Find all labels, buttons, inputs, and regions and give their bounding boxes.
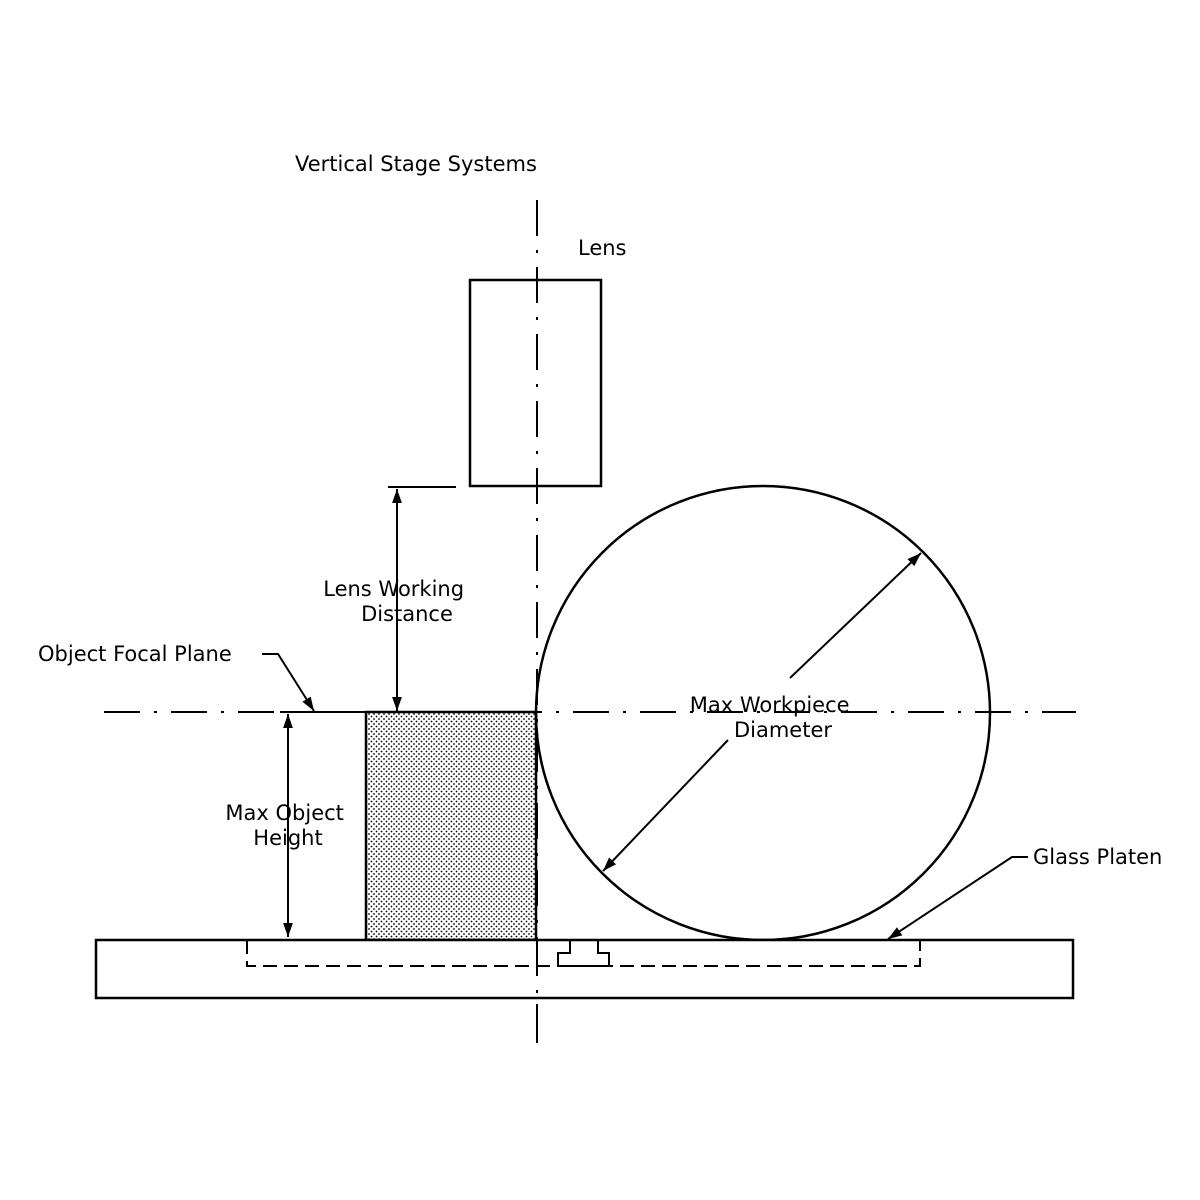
diagram-title: Vertical Stage Systems (295, 152, 537, 176)
object-focal-plane-label: Object Focal Plane (38, 642, 232, 666)
platen-t-slot (557, 940, 610, 967)
object-block (364, 710, 538, 942)
workpiece-diameter-arrow-lower (602, 739, 729, 872)
lens-body (468, 278, 603, 488)
lens-working-distance-label: Lens Working Distance (323, 577, 471, 626)
lens-working-distance-label-line2: Distance (361, 602, 453, 626)
workpiece-diameter-arrow-upper (789, 552, 922, 679)
max-workpiece-diameter-label-line2: Diameter (734, 718, 832, 742)
max-workpiece-diameter-label: Max Workpiece Diameter (690, 693, 857, 742)
lens-label: Lens (578, 236, 627, 260)
glass-platen (94, 938, 1075, 1000)
max-object-height-label: Max Object Height (225, 801, 350, 850)
max-workpiece-diameter-label-line1: Max Workpiece (690, 693, 850, 717)
max-object-height-label-line2: Height (253, 826, 322, 850)
glass-platen-leader (887, 856, 1028, 940)
max-object-height-label-line1: Max Object (225, 801, 343, 825)
glass-platen-label: Glass Platen (1033, 845, 1162, 869)
object-focal-plane-leader (262, 653, 315, 712)
lens-working-distance-label-line1: Lens Working (323, 577, 464, 601)
